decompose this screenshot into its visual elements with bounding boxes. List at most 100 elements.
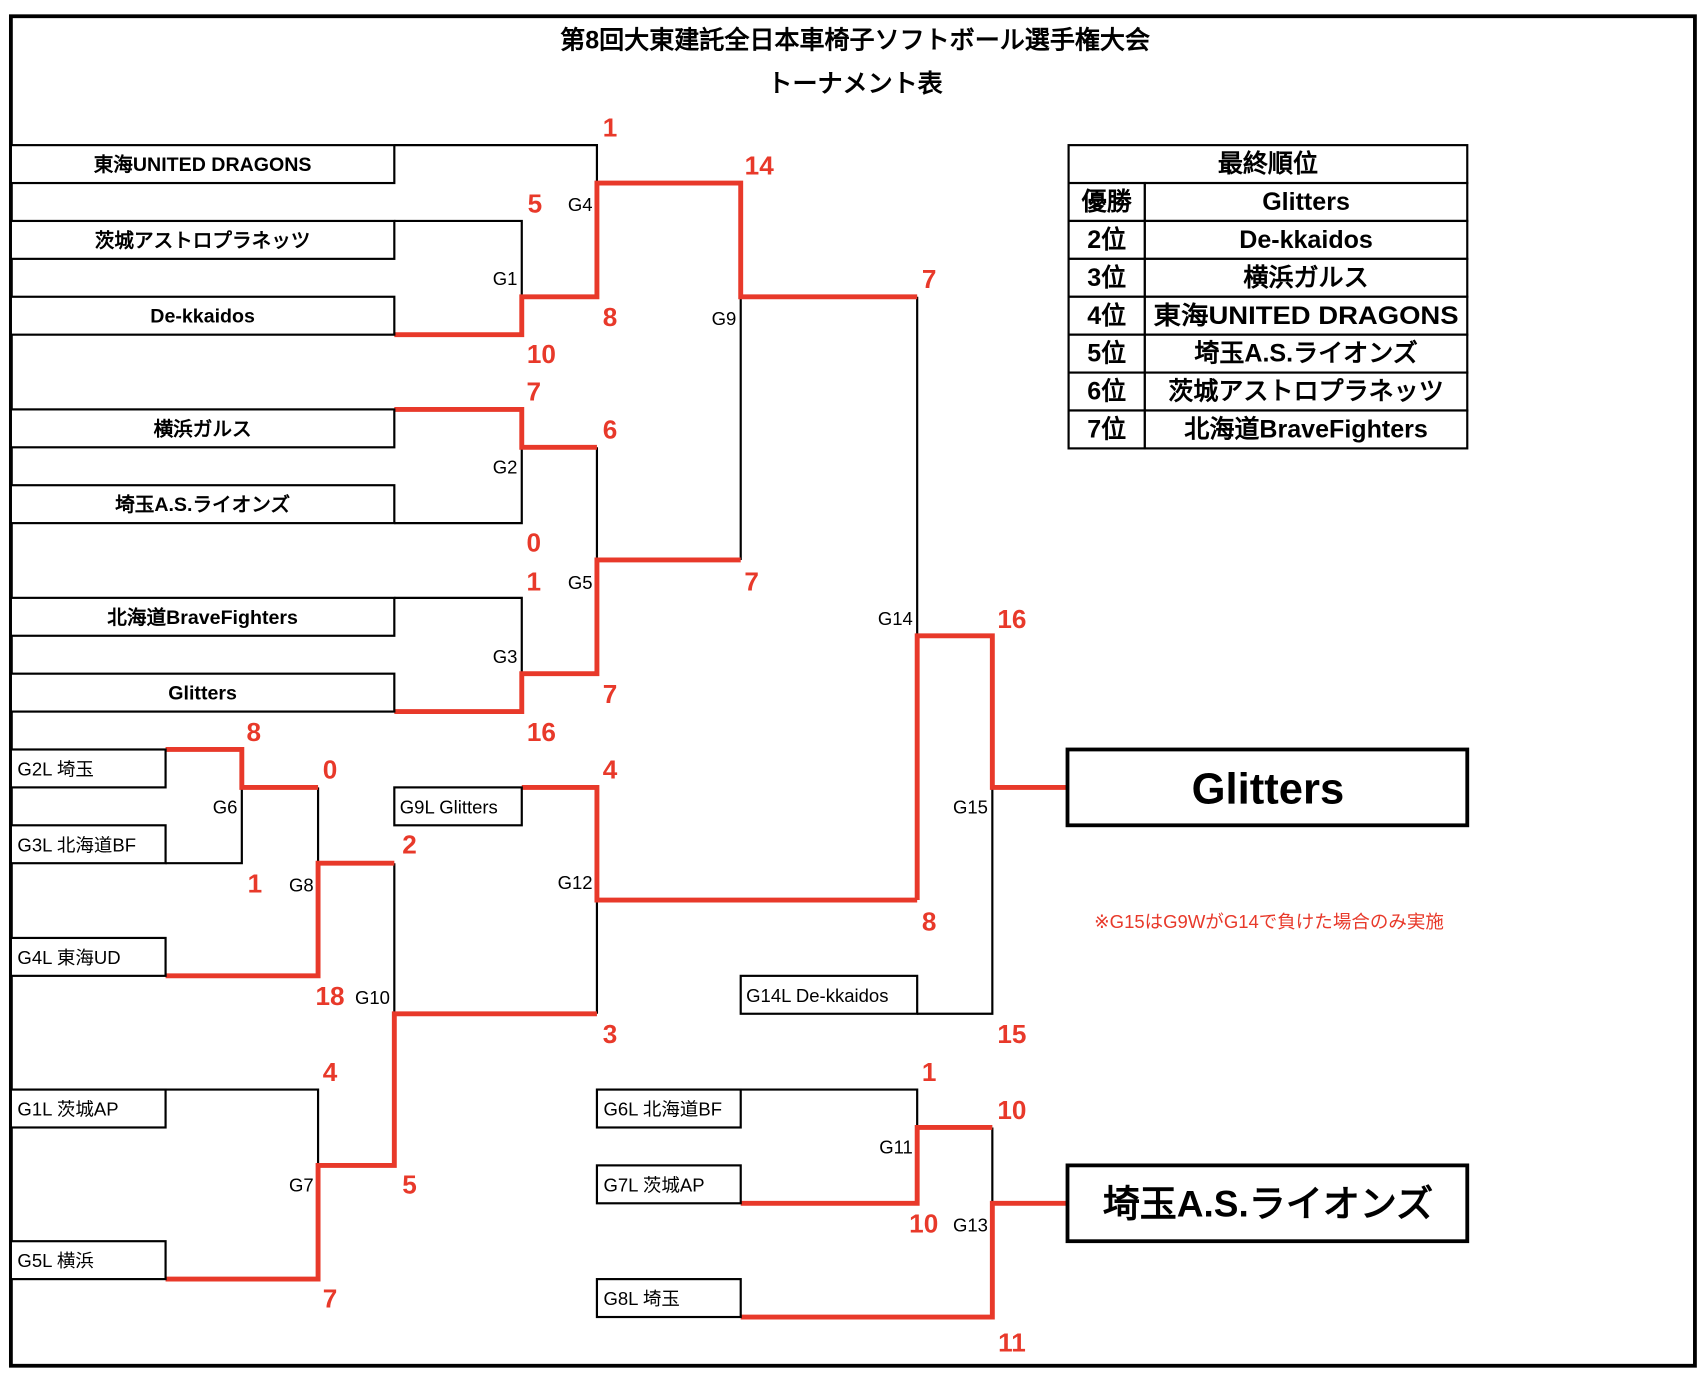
svg-text:G8L 埼玉: G8L 埼玉 <box>603 1288 679 1309</box>
score: 16 <box>997 604 1026 634</box>
score: 1 <box>526 566 541 596</box>
svg-text:De-kkaidos: De-kkaidos <box>150 306 255 328</box>
svg-text:横浜ガルス: 横浜ガルス <box>154 417 252 440</box>
game-label: G7 <box>289 1174 314 1195</box>
svg-text:埼玉A.S.ライオンズ: 埼玉A.S.ライオンズ <box>1194 339 1418 368</box>
svg-text:優勝: 優勝 <box>1081 188 1133 216</box>
game-label: G12 <box>558 872 593 893</box>
loser-slot: G3L 北海道BF <box>9 824 167 865</box>
game-label: G8 <box>289 874 314 895</box>
ranking-row: 優勝 Glitters <box>1067 181 1469 223</box>
lower-bracket-winner-box: 埼玉A.S.ライオンズ <box>1065 1163 1470 1244</box>
svg-text:2位: 2位 <box>1087 225 1126 254</box>
loser-slot: G1L 茨城AP <box>9 1088 167 1129</box>
game-label: G15 <box>953 796 988 817</box>
score: 8 <box>247 717 262 747</box>
score: 0 <box>526 527 541 557</box>
svg-text:7位: 7位 <box>1087 415 1126 444</box>
team-slot: Glitters <box>9 672 396 713</box>
svg-text:4位: 4位 <box>1087 301 1126 330</box>
team-slot: 茨城アストロプラネッツ <box>9 219 396 260</box>
game-label: G5 <box>568 572 593 593</box>
loser-slot: G9L Glitters <box>393 786 523 827</box>
score: 1 <box>248 869 263 899</box>
svg-text:G7L 茨城AP: G7L 茨城AP <box>603 1174 704 1195</box>
svg-text:茨城アストロプラネッツ: 茨城アストロプラネッツ <box>95 229 311 252</box>
game-label: G10 <box>355 987 390 1008</box>
score: 6 <box>603 415 618 445</box>
score: 5 <box>528 188 543 218</box>
team-slot: 埼玉A.S.ライオンズ <box>9 484 396 525</box>
score: 16 <box>527 717 556 747</box>
score: 10 <box>997 1095 1026 1125</box>
bracket-lines <box>165 144 994 1204</box>
score: 4 <box>603 755 618 785</box>
score: 1 <box>603 113 618 143</box>
score: 7 <box>603 679 618 709</box>
game-label: G1 <box>493 268 518 289</box>
game-label: G6 <box>213 796 238 817</box>
score: 3 <box>603 1019 618 1049</box>
svg-text:東海UNITED DRAGONS: 東海UNITED DRAGONS <box>1154 301 1459 330</box>
svg-text:G1L 茨城AP: G1L 茨城AP <box>17 1099 118 1120</box>
score: 8 <box>603 302 618 332</box>
score: 8 <box>922 906 937 936</box>
team-slot: De-kkaidos <box>9 295 396 336</box>
svg-text:埼玉A.S.ライオンズ: 埼玉A.S.ライオンズ <box>115 493 290 516</box>
loser-slot: G5L 横浜 <box>9 1240 167 1281</box>
svg-text:横浜ガルス: 横浜ガルス <box>1243 264 1368 292</box>
game-labels: G4 G1 G9 G2 G5 G3 G14 G6 G15 G8 G12 G10 … <box>213 194 988 1235</box>
score: 0 <box>323 755 338 785</box>
game-label: G11 <box>879 1137 913 1158</box>
loser-slot: G7L 茨城AP <box>595 1164 742 1205</box>
score: 7 <box>526 377 541 407</box>
score: 4 <box>323 1057 338 1087</box>
score: 7 <box>323 1283 338 1313</box>
svg-text:3位: 3位 <box>1087 263 1126 292</box>
svg-text:6位: 6位 <box>1087 377 1126 406</box>
svg-text:Glitters: Glitters <box>1262 188 1350 216</box>
page-subtitle: トーナメント表 <box>767 70 942 98</box>
score: 11 <box>998 1328 1026 1358</box>
loser-slot: G2L 埼玉 <box>9 748 167 789</box>
score: 10 <box>527 339 556 369</box>
svg-text:De-kkaidos: De-kkaidos <box>1239 226 1373 254</box>
svg-text:北海道BraveFighters: 北海道BraveFighters <box>1184 415 1428 444</box>
game-label: G9 <box>712 308 737 329</box>
svg-text:G6L 北海道BF: G6L 北海道BF <box>603 1099 722 1120</box>
svg-text:G2L 埼玉: G2L 埼玉 <box>17 759 93 780</box>
score: 2 <box>402 830 417 860</box>
svg-text:東海UNITED DRAGONS: 東海UNITED DRAGONS <box>94 153 312 176</box>
game-label: G2 <box>493 456 518 477</box>
ranking-row: 2位 De-kkaidos <box>1067 219 1469 260</box>
score: 15 <box>997 1019 1026 1049</box>
ranking-row: 5位 埼玉A.S.ライオンズ <box>1067 333 1469 374</box>
winner-paths <box>165 180 1068 1320</box>
team-slot: 横浜ガルス <box>9 408 396 449</box>
score: 1 <box>922 1057 937 1087</box>
svg-text:G9L Glitters: G9L Glitters <box>400 796 498 817</box>
final-ranking-table: 最終順位 優勝 Glitters 2位 De-kkaidos 3位 横浜ガルス 4位東… <box>1067 144 1469 450</box>
score: 18 <box>316 981 345 1011</box>
svg-text:Glitters: Glitters <box>1192 766 1345 814</box>
svg-text:G5L 横浜: G5L 横浜 <box>17 1250 93 1271</box>
scores: 1 14 5 7 8 10 7 6 0 1 7 16 7 16 8 0 4 2 … <box>247 113 1027 1358</box>
loser-slot: G14L De-kkaidos <box>739 974 919 1015</box>
svg-text:G3L 北海道BF: G3L 北海道BF <box>17 834 136 855</box>
svg-text:G14L De-kkaidos: G14L De-kkaidos <box>746 985 888 1006</box>
ranking-row: 6位茨城アストロプラネッツ <box>1067 371 1469 412</box>
ranking-row: 7位 北海道BraveFighters <box>1067 409 1469 450</box>
svg-text:5位: 5位 <box>1087 339 1126 368</box>
champion-box: Glitters <box>1065 747 1470 828</box>
ranking-row: 3位 横浜ガルス <box>1067 257 1469 298</box>
game-label: G3 <box>493 646 518 667</box>
loser-slot: G8L 埼玉 <box>595 1278 742 1319</box>
ranking-header: 最終順位 <box>1218 149 1318 178</box>
game-label: G14 <box>878 608 913 629</box>
loser-slot: G4L 東海UD <box>9 936 167 977</box>
team-slot: 北海道BraveFighters <box>9 596 396 637</box>
svg-text:埼玉A.S.ライオンズ: 埼玉A.S.ライオンズ <box>1103 1183 1434 1224</box>
svg-text:G4L 東海UD: G4L 東海UD <box>17 947 120 968</box>
svg-text:北海道BraveFighters: 北海道BraveFighters <box>107 606 298 629</box>
